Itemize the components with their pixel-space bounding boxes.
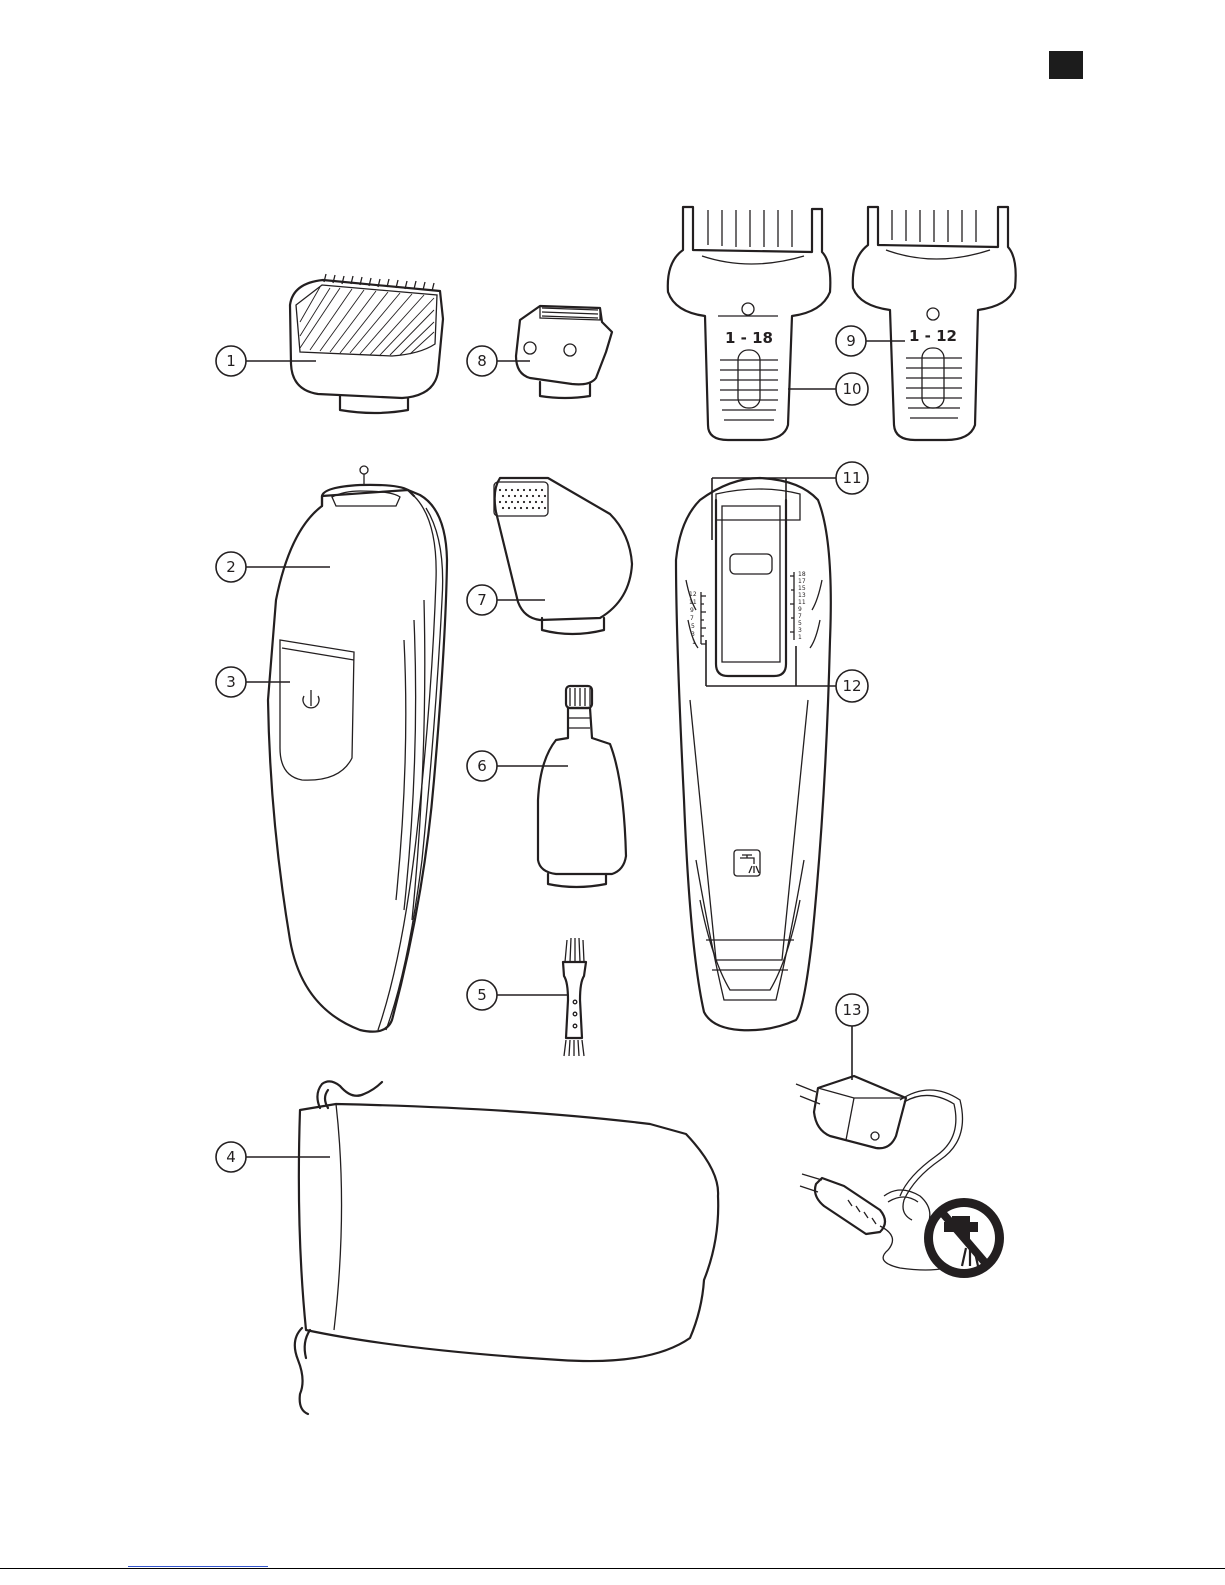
- svg-text:10: 10: [842, 380, 861, 398]
- trimmer-handle-back: 12 11 9 7 5 3 1 18 17 15 13 11 9 7 5 3 1: [676, 478, 831, 1030]
- svg-text:7: 7: [477, 591, 487, 609]
- large-comb-teeth: [702, 210, 804, 264]
- svg-text:5: 5: [798, 620, 802, 627]
- callout-4: 4: [216, 1142, 330, 1172]
- svg-text:13: 13: [798, 592, 806, 599]
- nose-trimmer: [538, 686, 626, 887]
- svg-text:7: 7: [690, 615, 694, 622]
- callout-5: 5: [467, 980, 568, 1010]
- svg-text:11: 11: [689, 599, 697, 606]
- callout-1: 1: [216, 346, 316, 376]
- no-water-rinse-icon: [924, 1198, 1004, 1278]
- svg-text:9: 9: [846, 332, 856, 350]
- large-beard-comb: 1 - 18: [668, 207, 831, 440]
- callout-2: 2: [216, 552, 330, 582]
- svg-text:11: 11: [798, 599, 806, 606]
- svg-text:5: 5: [477, 986, 487, 1004]
- svg-text:13: 13: [842, 1001, 861, 1019]
- language-tab: [1049, 51, 1083, 79]
- svg-text:7: 7: [798, 613, 802, 620]
- svg-text:1: 1: [798, 634, 802, 641]
- callout-6: 6: [467, 751, 568, 781]
- storage-pouch: [295, 1081, 718, 1414]
- svg-text:12: 12: [689, 591, 697, 598]
- svg-text:3: 3: [691, 631, 695, 638]
- svg-text:1: 1: [692, 639, 696, 646]
- callout-13: 13: [836, 994, 868, 1080]
- detail-trimmer: [516, 306, 612, 398]
- washable-icon: [734, 850, 760, 876]
- svg-text:2: 2: [226, 558, 236, 576]
- svg-text:18: 18: [798, 571, 806, 578]
- svg-text:6: 6: [477, 757, 487, 775]
- full-size-trimmer: [290, 274, 443, 413]
- callout-9: 9: [836, 326, 905, 356]
- foil-pattern: [499, 489, 546, 509]
- small-beard-comb: 1 - 12: [853, 207, 1016, 440]
- small-comb-range: 1 - 12: [909, 327, 957, 345]
- cleaning-brush: [563, 938, 586, 1056]
- svg-text:15: 15: [798, 585, 806, 592]
- svg-text:3: 3: [798, 627, 802, 634]
- trimmer-handle-front: [268, 466, 447, 1032]
- handle-scale-right: 18 17 15 13 11 9 7 5 3 1: [790, 571, 806, 641]
- callout-10: 10: [788, 373, 868, 405]
- callout-11: 11: [712, 462, 868, 540]
- svg-text:1: 1: [226, 352, 236, 370]
- svg-text:3: 3: [226, 673, 236, 691]
- svg-text:11: 11: [842, 469, 861, 487]
- svg-text:17: 17: [798, 578, 806, 585]
- callout-3: 3: [216, 667, 290, 697]
- large-comb-range: 1 - 18: [725, 329, 773, 347]
- handle-scale-left: 12 11 9 7 5 3 1: [689, 591, 706, 646]
- svg-text:9: 9: [798, 606, 802, 613]
- callout-7: 7: [467, 585, 545, 615]
- svg-text:5: 5: [691, 623, 695, 630]
- trimmer-hatching: [300, 287, 434, 355]
- power-icon: [303, 690, 319, 708]
- svg-text:8: 8: [477, 352, 487, 370]
- svg-text:9: 9: [690, 607, 694, 614]
- svg-text:12: 12: [842, 677, 861, 695]
- svg-text:4: 4: [226, 1148, 236, 1166]
- precision-shaver: [494, 478, 632, 634]
